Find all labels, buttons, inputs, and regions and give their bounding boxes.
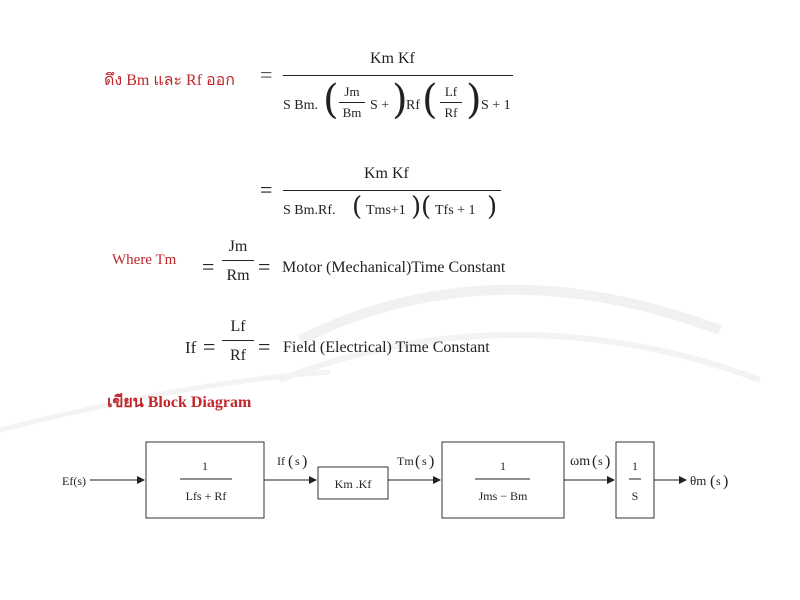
eq1-label: ดึง Bm และ Rf ออก (104, 72, 235, 89)
eq2-paren-close-2: ) (487, 192, 498, 222)
block-2 (317, 466, 389, 500)
block-1-numerator: 1 (202, 459, 208, 473)
eq4-fraction: Lf Rf (222, 318, 254, 365)
eq1-equals: = (260, 62, 273, 87)
signal-if-label: If (277, 454, 285, 468)
eq4-label: If (185, 338, 197, 357)
eq2-paren-open-1: ( (352, 192, 363, 222)
eq2-paren-close-1: ) (411, 192, 422, 222)
block-diagram: Ef(s) 1 Lfs + Rf If ( s ) Km .Kf Tm ( s … (62, 441, 728, 519)
eq2-numerator: Km Kf (364, 165, 409, 182)
signal-wm-paren-open: ( (592, 453, 597, 470)
signal-if-paren-open: ( (288, 453, 293, 470)
block-3 (441, 441, 565, 519)
block-1-denominator: Lfs + Rf (186, 489, 227, 503)
eq1-s-plus: S + (370, 98, 390, 113)
section-title: เขียน Block Diagram (107, 394, 252, 411)
eq2-paren-open-2: ( (421, 192, 432, 222)
signal-wm-paren-close: ) (605, 453, 610, 470)
signal-tm-label: Tm (397, 454, 414, 468)
eq2-den-s-bm-rf: S Bm.Rf. (283, 203, 336, 218)
eq1-paren-close-1: ) (392, 77, 408, 123)
eq1-den-s-bm: S Bm. (283, 98, 319, 113)
block-3-numerator: 1 (500, 459, 506, 473)
eq1-paren-open-2: ( (422, 77, 438, 123)
eq4-description: Field (Electrical) Time Constant (283, 339, 490, 356)
block-4-numerator: 1 (632, 459, 638, 473)
eq1-paren-open-1: ( (323, 77, 339, 123)
eq4-lf: Lf (230, 318, 246, 335)
eq2-equals: = (260, 177, 273, 202)
eq1-bm: Bm (342, 105, 362, 120)
eq2-fraction-bar (283, 190, 501, 191)
eq3-equals-2: = (258, 254, 271, 279)
block-4-denominator: S (632, 489, 639, 503)
eq4-rf: Rf (230, 347, 246, 364)
eq1-jm: Jm (344, 84, 360, 99)
block-4 (615, 441, 655, 519)
output-paren-close: ) (723, 473, 728, 490)
output-arg: s (716, 474, 721, 488)
eq1-frac-lf-rf: Lf Rf (440, 84, 462, 121)
eq4-equals: = (203, 334, 216, 359)
signal-wm-label: ωm (570, 454, 590, 469)
eq1-rf: Rf (406, 98, 420, 113)
eq3-equals: = (202, 254, 215, 279)
eq3-fraction: Jm Rm (222, 238, 254, 285)
eq2-den-tfs: Tfs + 1 (435, 203, 476, 218)
eq1-s-plus-1: S + 1 (481, 98, 511, 113)
output-paren-open: ( (710, 473, 715, 490)
signal-tm-paren-open: ( (415, 453, 420, 470)
block-2-label: Km .Kf (335, 477, 372, 491)
eq1-fraction-bar (283, 75, 513, 76)
eq2-den-tms: Tms+1 (366, 203, 406, 218)
eq1-numerator: Km Kf (370, 50, 415, 67)
eq1-frac-jm-bm: Jm Bm (339, 84, 365, 121)
signal-tm-paren-close: ) (429, 453, 434, 470)
eq3-description: Motor (Mechanical)Time Constant (282, 259, 506, 276)
signal-tm-arg: s (422, 454, 427, 468)
block-3-denominator: Jms − Bm (479, 489, 528, 503)
eq3-rm: Rm (226, 267, 250, 284)
eq1-paren-close-2: ) (466, 77, 482, 123)
signal-if-paren-close: ) (302, 453, 307, 470)
eq3-jm: Jm (228, 238, 248, 255)
block-1 (145, 441, 265, 519)
signal-if-arg: s (295, 454, 300, 468)
input-label-efs: Ef(s) (62, 474, 86, 488)
output-label-theta: θm (690, 473, 706, 488)
signal-wm-arg: s (598, 454, 603, 468)
eq3-label: Where Tm (112, 252, 177, 268)
eq1-lf: Lf (444, 84, 458, 99)
eq4-equals-2: = (258, 334, 271, 359)
eq1-rf2: Rf (444, 105, 458, 120)
